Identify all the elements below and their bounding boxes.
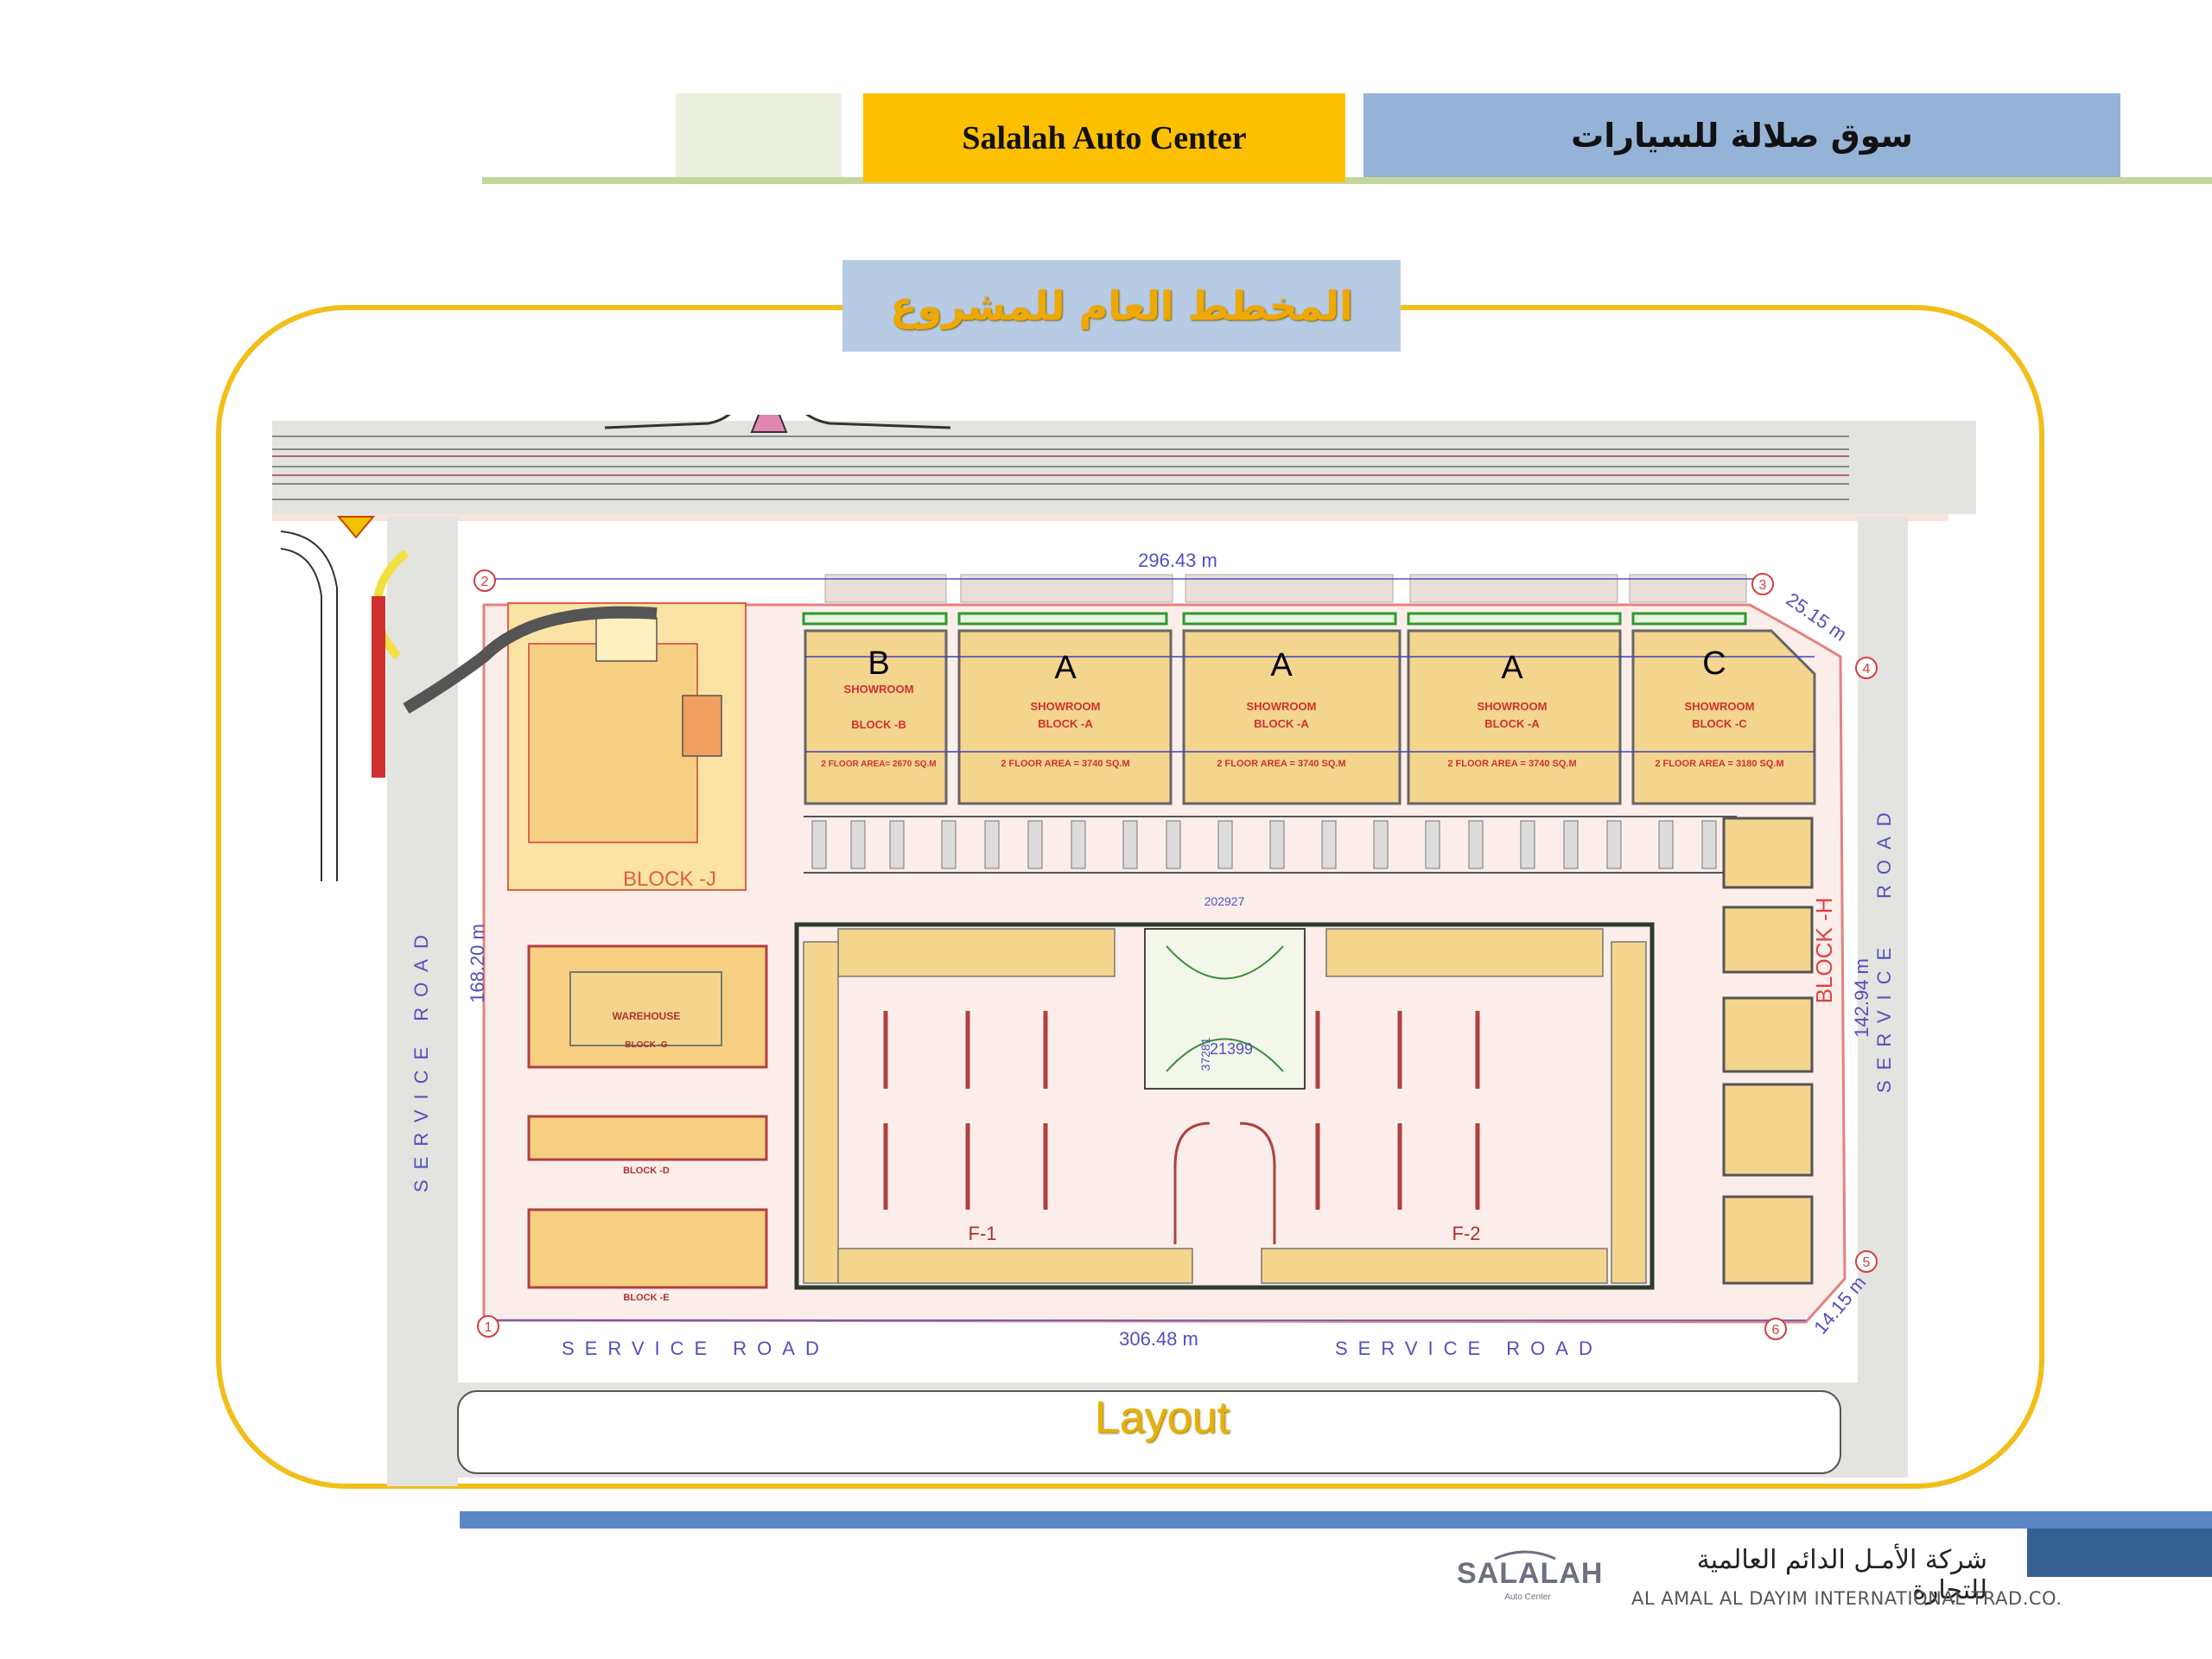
showroom-area: 2 FLOOR AREA = 3180 SQ.M bbox=[1655, 759, 1783, 769]
showroom-name: SHOWROOM bbox=[1031, 700, 1101, 713]
section-title: المخطط العام للمشروع bbox=[842, 260, 1401, 352]
road-label-east-road: ROAD bbox=[1873, 802, 1895, 899]
header-title-ar: سوق صلالة للسيارات bbox=[1363, 93, 2120, 177]
dim-right: 142.94 m bbox=[1851, 958, 1872, 1038]
showroom-area: 2 FLOOR AREA = 3740 SQ.M bbox=[1217, 759, 1345, 769]
showroom-letter: A bbox=[1054, 650, 1077, 686]
block-h-label: BLOCK -H bbox=[1811, 898, 1837, 1004]
road-label-south-west: SERVICE ROAD bbox=[562, 1338, 830, 1359]
company-name-en: AL AMAL AL DAYIM INTERNATIONAL TRAD.CO. bbox=[1631, 1588, 2063, 1609]
showroom-letter: B bbox=[868, 645, 889, 682]
salalah-logo-sub: Auto Center bbox=[1504, 1592, 1551, 1602]
showroom-block: BLOCK -B bbox=[851, 718, 906, 731]
showroom-area: 2 FLOOR AREA = 3740 SQ.M bbox=[1001, 759, 1129, 769]
block-j-label: BLOCK -J bbox=[623, 868, 716, 891]
header-blank-tab bbox=[676, 93, 842, 177]
inner-dim: 37281 bbox=[1198, 1037, 1212, 1071]
corner-marker: 3 bbox=[1759, 578, 1767, 593]
showroom-area: 2 FLOOR AREA= 2670 SQ.M bbox=[821, 760, 936, 769]
corner-marker: 2 bbox=[481, 575, 489, 589]
header-underline bbox=[482, 177, 2212, 184]
showroom-name: SHOWROOM bbox=[844, 683, 914, 696]
block-d-label: BLOCK -D bbox=[623, 1166, 670, 1176]
yard-label: F-2 bbox=[1452, 1223, 1481, 1244]
layout-caption: Layout bbox=[1094, 1393, 1230, 1443]
inner-dim: 202927 bbox=[1205, 894, 1245, 908]
showroom-block: BLOCK -A bbox=[1038, 717, 1093, 730]
dim-top: 296.43 m bbox=[1138, 550, 1217, 571]
corner-marker: 1 bbox=[485, 1320, 493, 1335]
inner-dim: 21399 bbox=[1210, 1040, 1253, 1058]
corner-marker: 4 bbox=[1863, 662, 1871, 677]
footer-bar bbox=[460, 1511, 2212, 1529]
showroom-block: BLOCK -C bbox=[1692, 717, 1747, 730]
yard-label: F-1 bbox=[969, 1223, 997, 1244]
corner-marker: 6 bbox=[1772, 1323, 1780, 1338]
showroom-letter: C bbox=[1702, 645, 1726, 682]
showroom-name: SHOWROOM bbox=[1247, 700, 1317, 713]
road-label-east-service: SERVICE bbox=[1873, 938, 1895, 1093]
corner-marker: 5 bbox=[1863, 1255, 1871, 1270]
block-e-label: BLOCK -E bbox=[623, 1293, 669, 1303]
dim-bottom: 306.48 m bbox=[1119, 1328, 1198, 1350]
road-label-south-east: SERVICE ROAD bbox=[1335, 1338, 1603, 1359]
showroom-area: 2 FLOOR AREA = 3740 SQ.M bbox=[1447, 759, 1576, 769]
showroom-letter: A bbox=[1501, 650, 1523, 686]
showroom-block: BLOCK -A bbox=[1254, 717, 1309, 730]
company-name-ar: شركة الأمـل الدائم العالمية للتجارة bbox=[1696, 1545, 1987, 1605]
warehouse-label: WAREHOUSE bbox=[613, 1010, 681, 1022]
showroom-block: BLOCK -A bbox=[1484, 717, 1540, 730]
block-g-label: BLOCK -G bbox=[625, 1040, 668, 1050]
showroom-name: SHOWROOM bbox=[1685, 700, 1755, 713]
showroom-name: SHOWROOM bbox=[1478, 700, 1548, 713]
footer-accent bbox=[2027, 1529, 2212, 1577]
road-label-west: SERVICE ROAD bbox=[410, 925, 432, 1192]
logo-swoosh-icon bbox=[1494, 1550, 1556, 1560]
header-title-en: Salalah Auto Center bbox=[863, 93, 1345, 182]
showroom-letter: A bbox=[1270, 647, 1293, 683]
site-plan: B A A A C SHOWROOM BLOCK -B 2 FLOOR AREA… bbox=[272, 415, 1976, 1486]
dim-left: 168.20 m bbox=[467, 924, 488, 1003]
salalah-logo: SALALAH bbox=[1457, 1557, 1604, 1590]
